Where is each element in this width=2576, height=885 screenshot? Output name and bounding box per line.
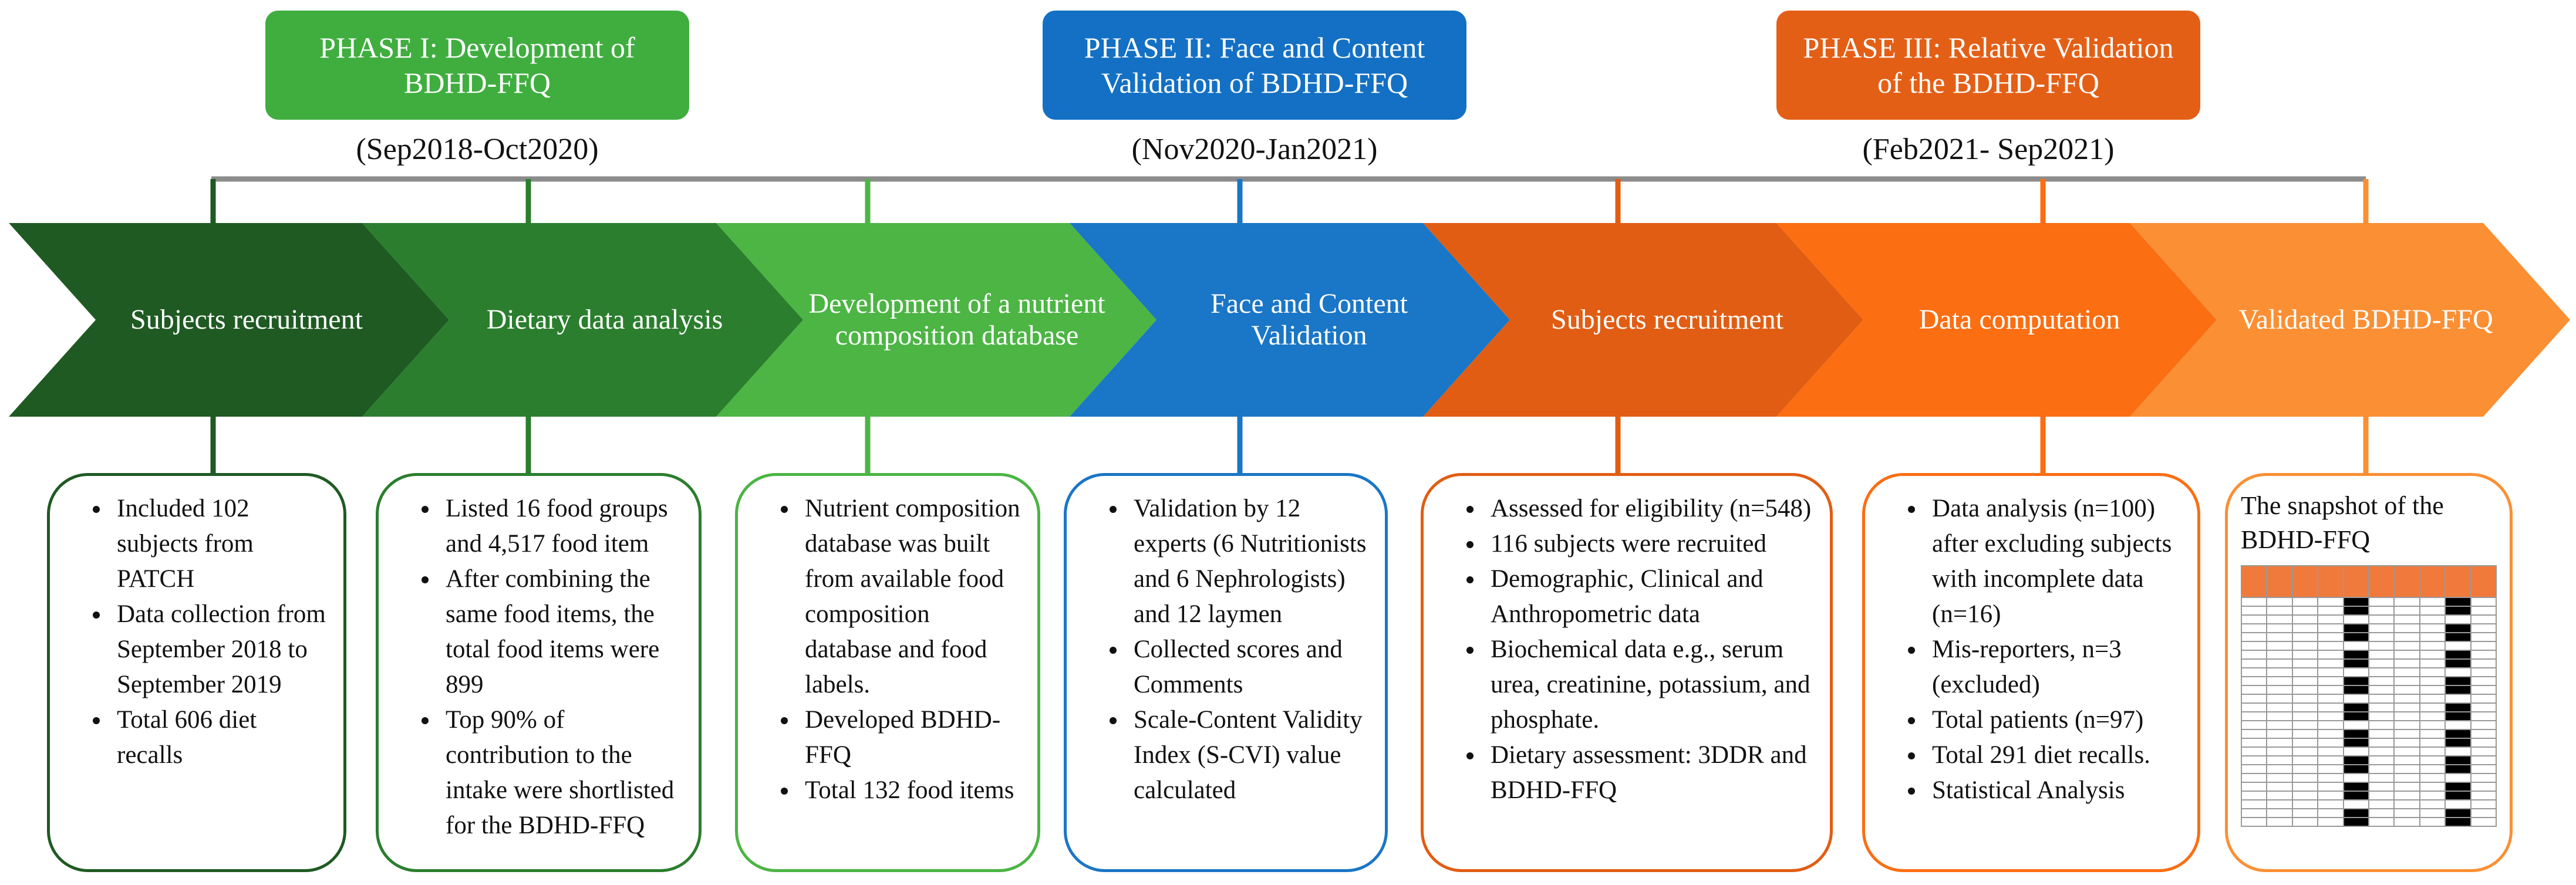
bullet-item: Data collection from September 2018 to S… [111,597,328,702]
phase-3-dates: (Feb2021- Sep2021) [1862,133,2115,166]
bullet-item: Total patients (n=97) [1926,702,2182,738]
bullet-item: Dietary assessment: 3DDR and BDHD-FFQ [1485,738,1815,808]
bullet-item: Total 132 food items [799,773,1022,808]
step-7-label: Validated BDHD-FFQ [2238,304,2493,335]
bullet-item: Mis-reporters, n=3 (excluded) [1926,632,2182,702]
step-2-details: Listed 16 food groups and 4,517 food ite… [376,473,702,872]
chevron-step-6 [1776,223,2217,417]
step-3-label: Development of a nutrient composition da… [808,288,1105,351]
step-5-details: Assessed for eligibility (n=548) 116 sub… [1421,473,1833,872]
phase-2-title: PHASE II: Face and Content Validation of… [1084,31,1425,99]
step-3-details: Nutrient composition database was built … [735,473,1040,872]
chevron-step-2 [362,223,803,417]
bullet-item: Top 90% of contribution to the intake we… [440,702,683,843]
step-6-details: Data analysis (n=100) after excluding su… [1862,473,2200,872]
step-5-label: Subjects recruitment [1551,304,1783,335]
bullet-item: Statistical Analysis [1926,773,2182,808]
phase-2-dates: (Nov2020-Jan2021) [1131,133,1378,166]
bullet-item: Collected scores and Comments [1128,632,1370,702]
bullet-item: Included 102 subjects from PATCH [111,491,328,597]
bullet-item: Listed 16 food groups and 4,517 food ite… [440,491,683,562]
bullet-item: Demographic, Clinical and Anthropometric… [1485,562,1815,632]
step-1-label: Subjects recruitment [130,304,363,335]
step-6-label: Data computation [1918,304,2120,335]
snapshot-title: The snapshot of the BDHD-FFQ [2241,491,2444,554]
ffq-snapshot-image [2240,565,2497,827]
bullet-item: Total 606 diet recalls [111,702,328,773]
phase-3-title: PHASE III: Relative Validation of the BD… [1803,31,2174,99]
step-4-label: Face and Content Validation [1211,288,1408,351]
phase-1-box: PHASE I: Development of BDHD-FFQ [265,11,689,120]
bullet-item: Developed BDHD-FFQ [799,702,1022,773]
phase-1-dates: (Sep2018-Oct2020) [356,133,599,166]
bullet-item: Data analysis (n=100) after excluding su… [1926,491,2182,632]
step-2-label: Dietary data analysis [486,304,723,335]
bullet-item: Scale-Content Validity Index (S-CVI) val… [1128,702,1370,808]
chevron-step-4 [1070,223,1510,417]
bullet-item: Assessed for eligibility (n=548) [1485,491,1815,526]
bullet-item: Biochemical data e.g., serum urea, creat… [1485,632,1815,738]
step-1-details: Included 102 subjects from PATCH Data co… [47,473,346,872]
chevron-step-5 [1423,223,1863,417]
chevron-step-7 [2130,223,2570,417]
phase-2-box: PHASE II: Face and Content Validation of… [1043,11,1466,120]
bullet-item: 116 subjects were recruited [1485,526,1815,562]
bullet-item: Validation by 12 experts (6 Nutritionist… [1128,491,1370,632]
chevron-step-1 [9,223,449,417]
step-7-details: The snapshot of the BDHD-FFQ [2225,473,2513,872]
step-4-details: Validation by 12 experts (6 Nutritionist… [1064,473,1388,872]
bullet-item: After combining the same food items, the… [440,562,683,702]
bullet-item: Total 291 diet recalls. [1926,738,2182,773]
phase-3-box: PHASE III: Relative Validation of the BD… [1776,11,2200,120]
bullet-item: Nutrient composition database was built … [799,491,1022,702]
chevron-step-3 [716,223,1156,417]
phase-1-title: PHASE I: Development of BDHD-FFQ [319,31,635,99]
